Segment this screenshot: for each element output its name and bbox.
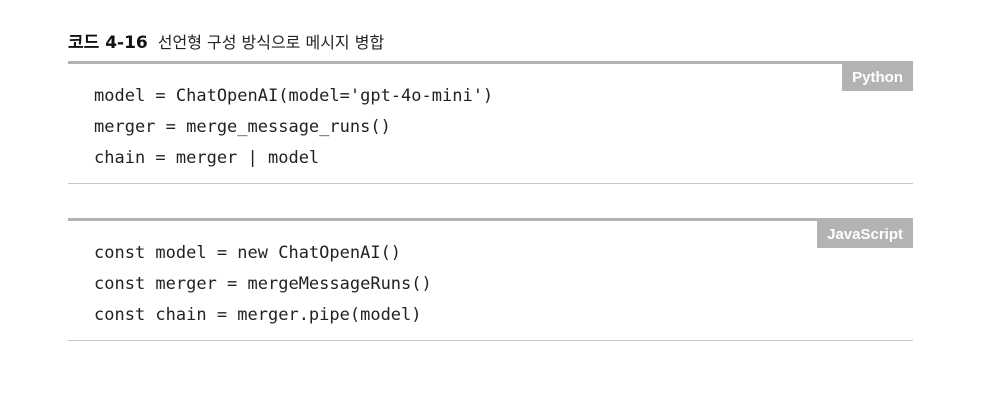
code-line: chain = merger | model: [94, 148, 320, 168]
caption-title: 선언형 구성 방식으로 메시지 병합: [157, 33, 385, 52]
code-lines: const model = new ChatOpenAI() const mer…: [94, 238, 432, 331]
code-lines: model = ChatOpenAI(model='gpt-4o-mini') …: [94, 81, 493, 174]
code-line: const chain = merger.pipe(model): [94, 305, 422, 325]
code-line: const merger = mergeMessageRuns(): [94, 274, 432, 294]
code-line: model = ChatOpenAI(model='gpt-4o-mini'): [94, 86, 494, 106]
code-line: const model = new ChatOpenAI(): [94, 243, 402, 263]
code-block-python: Python model = ChatOpenAI(model='gpt-4o-…: [68, 61, 913, 184]
language-badge-javascript: JavaScript: [817, 221, 913, 248]
language-badge-python: Python: [842, 64, 913, 91]
code-caption: 코드 4-16 선언형 구성 방식으로 메시지 병합: [68, 28, 384, 54]
code-block-javascript: JavaScript const model = new ChatOpenAI(…: [68, 218, 913, 341]
code-line: merger = merge_message_runs(): [94, 117, 391, 137]
caption-label: 코드 4-16: [68, 33, 148, 53]
